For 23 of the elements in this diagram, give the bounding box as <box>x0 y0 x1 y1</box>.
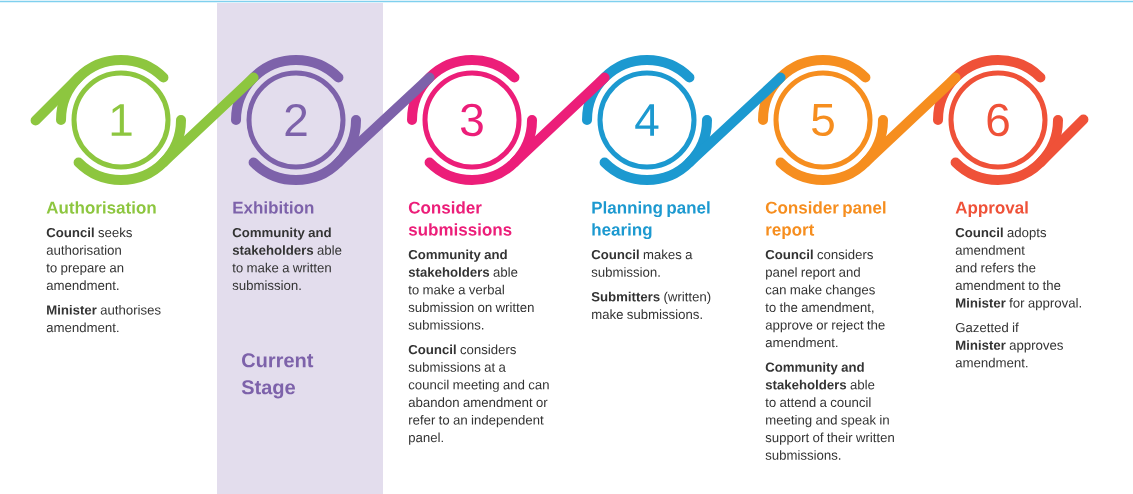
stage-description: Council makes a submission. <box>591 249 693 277</box>
stage-heading: Exhibition <box>233 201 314 214</box>
stage-marker: Current Stage <box>241 353 314 399</box>
stage-description: Gazetted if Minister approves amendment. <box>955 322 1063 368</box>
stage-heading: Consider submissions <box>408 201 512 236</box>
stage-description: Council adopts amendment and refers the amendment to the Minister for approval. <box>955 227 1081 311</box>
stage-description: Minister authorises amendment. <box>46 304 161 333</box>
wave-connector <box>684 72 786 168</box>
stage-description: Community and stakeholders able to make a verbal submission on written submissions. <box>408 249 534 330</box>
stage-description: Submitters (written) make submissions. <box>591 291 711 320</box>
stage-heading: Authorisation <box>46 201 156 214</box>
stage-heading: Consider panel report <box>765 201 886 240</box>
stage-heading: Planning panel hearing <box>592 201 710 240</box>
stage-description: Council considers panel report and can make changes to the amendment, approve or reject the amendment. <box>765 249 885 348</box>
wave-connector <box>860 72 961 168</box>
stage-description: Council seeks authorisation to prepare an amendment. <box>46 227 132 291</box>
stage-description: Community and stakeholders able to make a written submission. <box>232 227 342 291</box>
wave-connector <box>509 72 610 168</box>
stage-description: Community and stakeholders able to attend a council meeting and speak in support of their written submissions. <box>765 362 894 460</box>
wave-connector <box>158 72 259 168</box>
stage-heading: Approval <box>955 201 1028 218</box>
stage-description: Council considers submissions at a council meeting and can abandon amendment or refer to an independent panel. <box>408 344 549 445</box>
wave-connector <box>333 72 435 168</box>
